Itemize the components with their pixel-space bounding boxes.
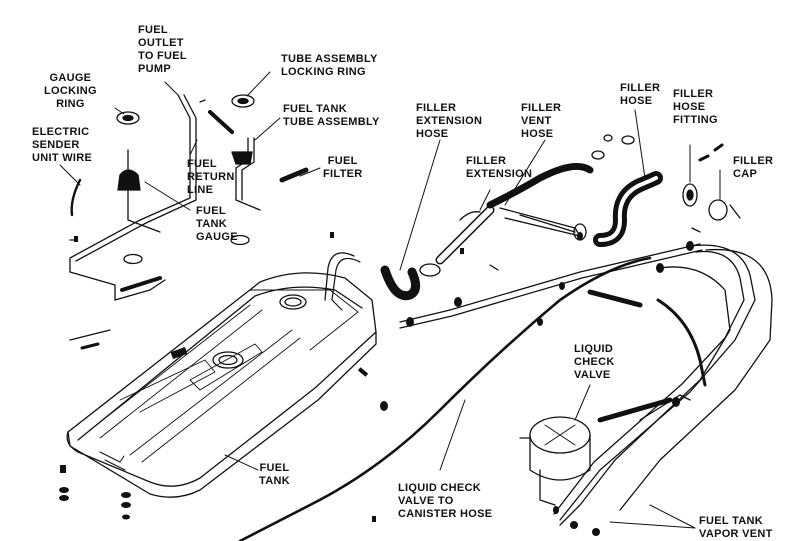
label-filler-extension: FILLER EXTENSION <box>466 155 533 180</box>
label-electric-sender-unit-wire: ELECTRIC SENDER UNIT WIRE <box>32 126 93 164</box>
hardware <box>59 232 694 536</box>
filler-hoses <box>324 162 594 311</box>
label-fuel-tank-tube-assembly: FUEL TANK TUBE ASSEMBLY <box>283 103 380 128</box>
fuel-lines <box>69 94 309 350</box>
label-filler-hose: FILLER HOSE <box>620 82 661 107</box>
label-fuel-return-line: FUEL RETURN LINE <box>187 158 235 196</box>
label-fuel-tank-vapor-vent: FUEL TANK VAPOR VENT <box>699 515 773 540</box>
label-fuel-outlet: FUEL OUTLET TO FUEL PUMP <box>138 24 187 75</box>
leader-lines <box>59 71 721 529</box>
label-fuel-tank-gauge: FUEL TANK GAUGE <box>196 205 238 243</box>
label-gauge-locking-ring: GAUGE LOCKING RING <box>44 72 97 110</box>
liquid-check-valve-shape <box>519 416 591 506</box>
label-tube-assembly-locking-ring: TUBE ASSEMBLY LOCKING RING <box>281 53 378 78</box>
gauge-assembly <box>69 111 250 265</box>
label-filler-hose-fitting: FILLER HOSE FITTING <box>673 88 718 126</box>
label-filler-vent-hose: FILLER VENT HOSE <box>521 102 562 140</box>
fuel-tank-shape <box>66 272 377 498</box>
label-liquid-check-valve-to-canister-hose: LIQUID CHECK VALVE TO CANISTER HOSE <box>398 482 493 520</box>
label-filler-extension-hose: FILLER EXTENSION HOSE <box>416 102 483 140</box>
label-liquid-check-valve: LIQUID CHECK VALVE <box>574 343 615 381</box>
label-fuel-filter: FUEL FILTER <box>323 155 363 180</box>
label-fuel-tank: FUEL TANK <box>259 462 290 487</box>
vent-lines <box>238 243 773 541</box>
label-filler-cap: FILLER CAP <box>733 155 774 180</box>
filler-neck <box>591 134 741 247</box>
